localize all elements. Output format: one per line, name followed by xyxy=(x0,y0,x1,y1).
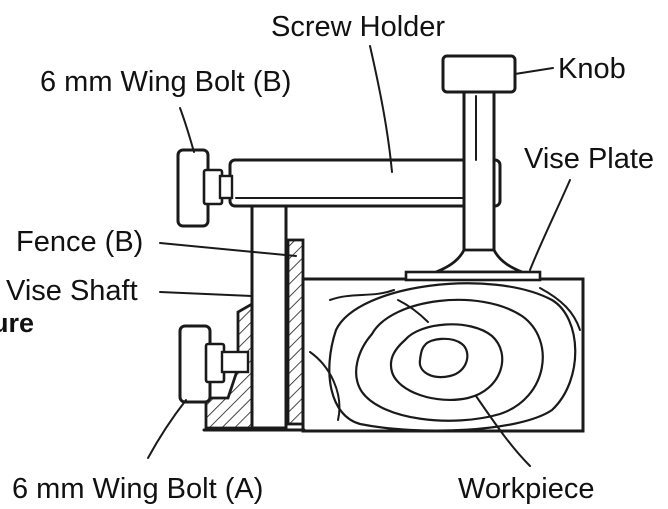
label-fence-b: Fence (B) xyxy=(16,226,143,258)
label-vise-plate: Vise Plate xyxy=(524,143,654,175)
vise-shaft xyxy=(250,204,288,430)
screw-holder-arm xyxy=(228,158,502,208)
label-wing-bolt-b: 6 mm Wing Bolt (B) xyxy=(40,66,291,98)
leader-lines xyxy=(147,45,571,467)
vise-plate xyxy=(404,248,542,282)
fence-b xyxy=(286,238,305,426)
label-workpiece: Workpiece xyxy=(458,473,594,505)
label-vise-shaft: Vise Shaft xyxy=(6,275,138,307)
wing-bolt-b xyxy=(176,148,234,228)
label-knob: Knob xyxy=(558,53,626,85)
workpiece-block xyxy=(301,277,585,433)
label-wing-bolt-a: 6 mm Wing Bolt (A) xyxy=(12,473,263,505)
label-screw-holder: Screw Holder xyxy=(271,11,445,43)
label-cut-text: ure xyxy=(0,308,34,338)
screw-rod xyxy=(462,86,496,256)
wing-bolt-a xyxy=(178,324,250,404)
knob xyxy=(441,54,517,94)
